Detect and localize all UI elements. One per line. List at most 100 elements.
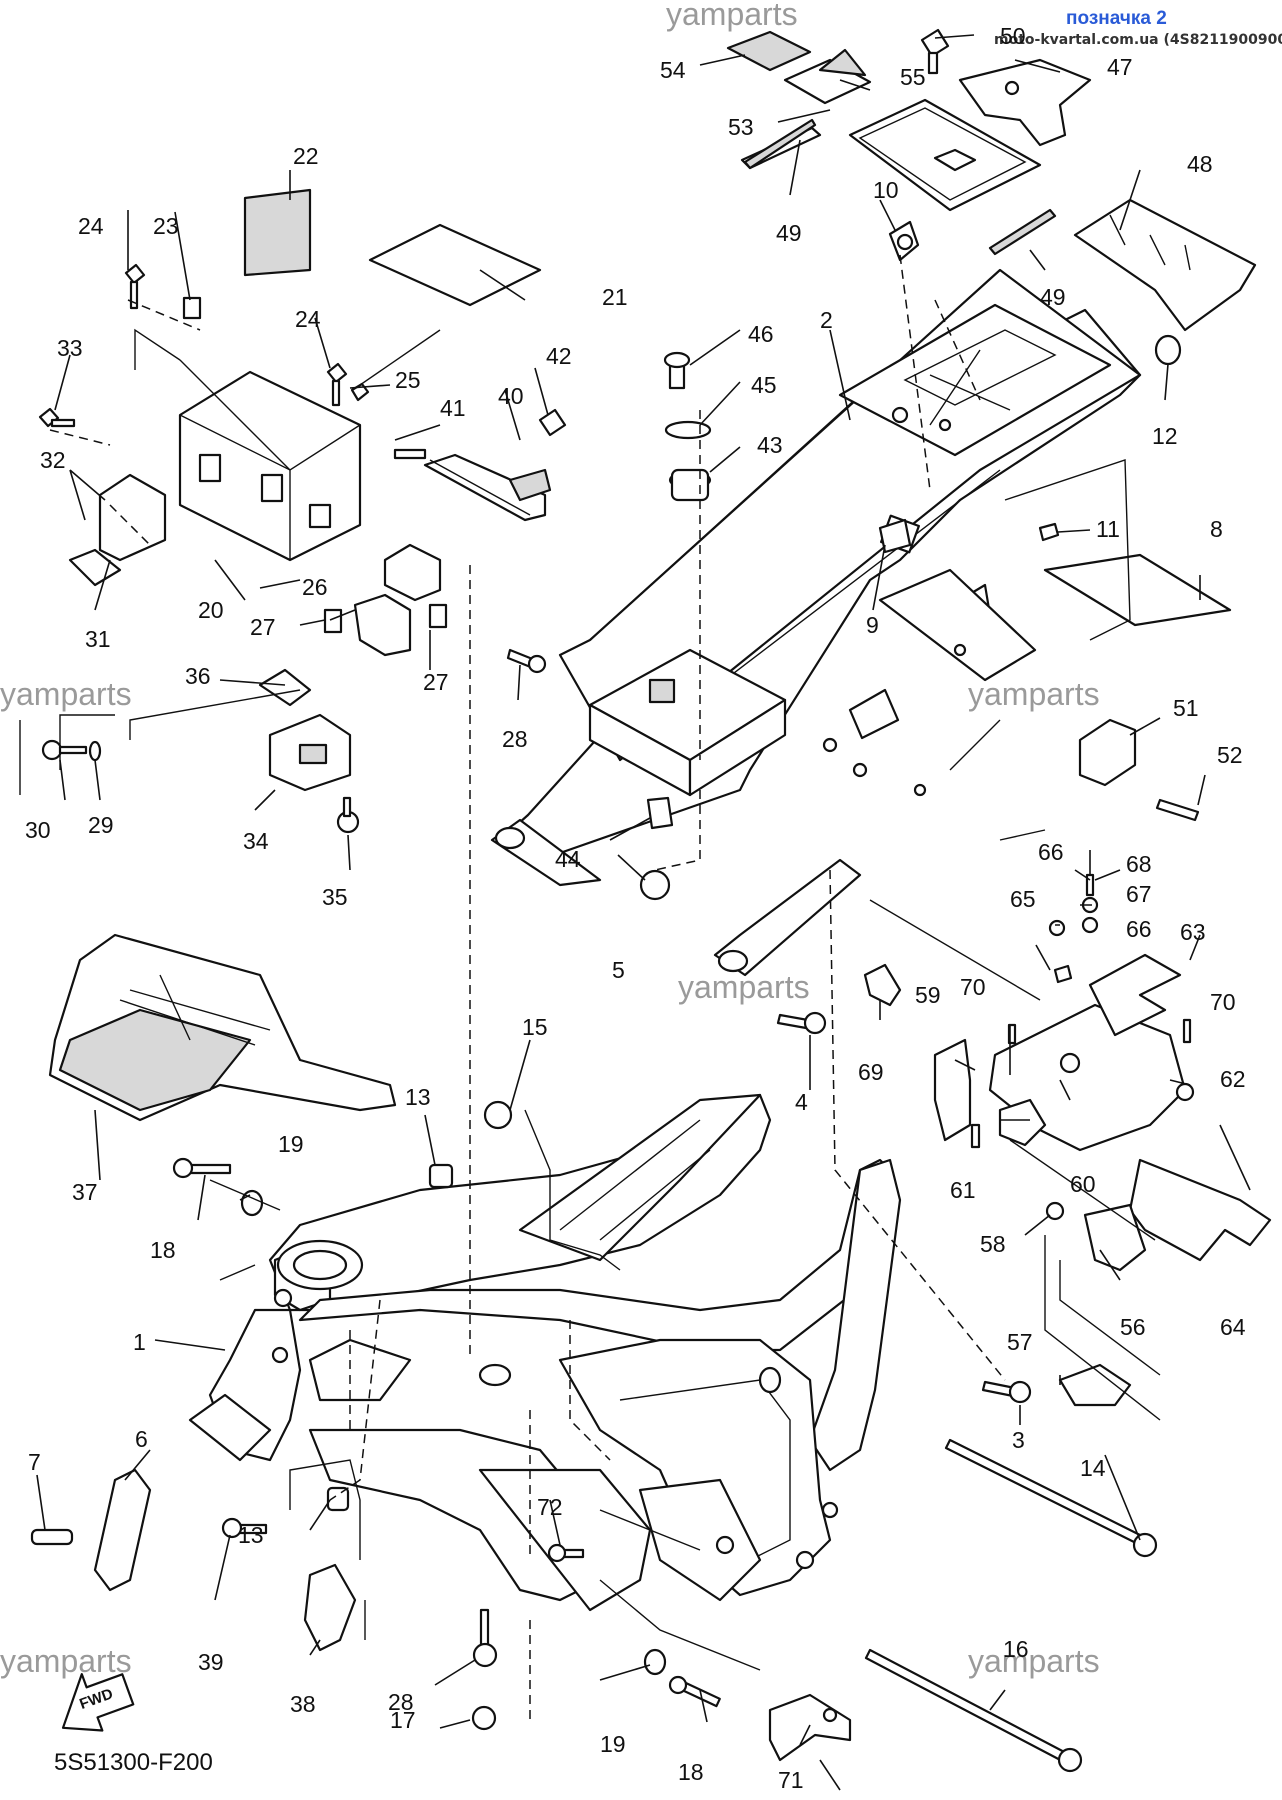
callout-11: 11 <box>1096 516 1120 542</box>
callout-71: 71 <box>778 1767 804 1793</box>
callout-20: 20 <box>198 597 224 623</box>
battery-tray-assembly <box>38 188 567 834</box>
callout-34: 34 <box>243 828 269 854</box>
callout-39: 39 <box>198 1649 224 1675</box>
callout-13: 13 <box>405 1084 431 1110</box>
callout-21: 21 <box>602 284 628 310</box>
callout-14: 14 <box>1080 1455 1106 1481</box>
frame-hardware <box>30 1100 1158 1773</box>
callout-9: 9 <box>866 612 879 638</box>
connection-lines <box>19 254 1161 1720</box>
callout-62: 62 <box>1220 1066 1246 1092</box>
callout-27: 27 <box>250 614 276 640</box>
callout-56: 56 <box>1120 1314 1146 1340</box>
callout-42: 42 <box>546 343 572 369</box>
side-brackets <box>863 873 1272 1407</box>
callout-61: 61 <box>950 1177 976 1203</box>
callout-49: 49 <box>776 220 802 246</box>
callout-24b: 24 <box>295 306 321 332</box>
callout-26: 26 <box>302 574 328 600</box>
callout-24: 24 <box>78 213 104 239</box>
callout-54: 54 <box>660 57 686 83</box>
callout-13b: 13 <box>238 1522 264 1548</box>
callout-47: 47 <box>1107 54 1133 80</box>
callout-28b: 28 <box>388 1689 414 1715</box>
callout-5: 5 <box>612 957 625 983</box>
callout-68: 68 <box>1126 851 1152 877</box>
callout-72: 72 <box>537 1494 563 1520</box>
callout-28: 28 <box>502 726 528 752</box>
callout-19b: 19 <box>600 1731 626 1757</box>
callout-numbers: 1 2 3 4 5 6 7 8 9 10 11 12 13 13 14 15 1… <box>25 23 1246 1793</box>
callout-57: 57 <box>1007 1329 1033 1355</box>
callout-7: 7 <box>28 1449 41 1475</box>
callout-50: 50 <box>1000 23 1026 49</box>
callout-23: 23 <box>153 213 179 239</box>
callout-43: 43 <box>757 432 783 458</box>
callout-41: 41 <box>440 395 466 421</box>
callout-69: 69 <box>858 1059 884 1085</box>
callout-30: 30 <box>25 817 51 843</box>
watermark: yamparts <box>0 676 132 712</box>
callout-6: 6 <box>135 1426 148 1452</box>
rear-frame <box>490 268 1142 977</box>
callout-18b: 18 <box>678 1759 704 1785</box>
main-frame <box>188 1093 902 1612</box>
callout-44: 44 <box>555 846 581 872</box>
callout-2: 2 <box>820 307 833 333</box>
watermark: yamparts <box>968 1643 1100 1679</box>
callout-33: 33 <box>57 335 83 361</box>
forward-arrow-icon: FWD <box>61 1673 135 1732</box>
callout-66: 66 <box>1038 839 1064 865</box>
callout-46: 46 <box>748 321 774 347</box>
callout-53: 53 <box>728 114 754 140</box>
callout-32: 32 <box>40 447 66 473</box>
callout-4: 4 <box>795 1089 808 1115</box>
callout-27b: 27 <box>423 669 449 695</box>
callout-40: 40 <box>498 383 524 409</box>
callout-36: 36 <box>185 663 211 689</box>
callout-45: 45 <box>751 372 777 398</box>
watermark: yamparts <box>0 1643 132 1679</box>
watermark: yamparts <box>968 676 1100 712</box>
callout-38: 38 <box>290 1691 316 1717</box>
watermark: yamparts <box>666 0 798 32</box>
callout-25: 25 <box>395 367 421 393</box>
callout-48: 48 <box>1187 151 1213 177</box>
callout-35: 35 <box>322 884 348 910</box>
callout-70b: 70 <box>1210 989 1236 1015</box>
callout-17: 17 <box>390 1707 416 1733</box>
callout-67: 67 <box>1126 881 1152 907</box>
callout-37: 37 <box>72 1179 98 1205</box>
diagram-code: 5S51300-F200 <box>54 1749 213 1776</box>
callout-60: 60 <box>1070 1171 1096 1197</box>
callout-58: 58 <box>980 1231 1006 1257</box>
callout-12: 12 <box>1152 423 1178 449</box>
callout-31: 31 <box>85 626 111 652</box>
callout-49b: 49 <box>1040 284 1066 310</box>
callout-63: 63 <box>1180 919 1206 945</box>
callout-3: 3 <box>1012 1427 1025 1453</box>
callout-19: 19 <box>278 1131 304 1157</box>
callout-66b: 66 <box>1126 916 1152 942</box>
callout-55: 55 <box>900 64 926 90</box>
callout-52: 52 <box>1217 742 1243 768</box>
leader-lines <box>36 34 1251 1791</box>
callout-15: 15 <box>522 1014 548 1040</box>
under-cover <box>48 933 397 1122</box>
callout-18: 18 <box>150 1237 176 1263</box>
callout-59: 59 <box>915 982 941 1008</box>
callout-16: 16 <box>1003 1636 1029 1662</box>
callout-64: 64 <box>1220 1314 1246 1340</box>
callout-10: 10 <box>873 177 899 203</box>
callout-70: 70 <box>960 974 986 1000</box>
callout-8: 8 <box>1210 516 1223 542</box>
header-title: позначка 2 <box>1066 8 1167 29</box>
callout-29: 29 <box>88 812 114 838</box>
callout-65: 65 <box>1010 886 1036 912</box>
rear-accessories <box>639 28 1257 1035</box>
callout-51: 51 <box>1173 695 1199 721</box>
header-site: moto-kvartal.com.ua (4S8211900900) <box>994 32 1282 48</box>
callout-22: 22 <box>293 143 319 169</box>
